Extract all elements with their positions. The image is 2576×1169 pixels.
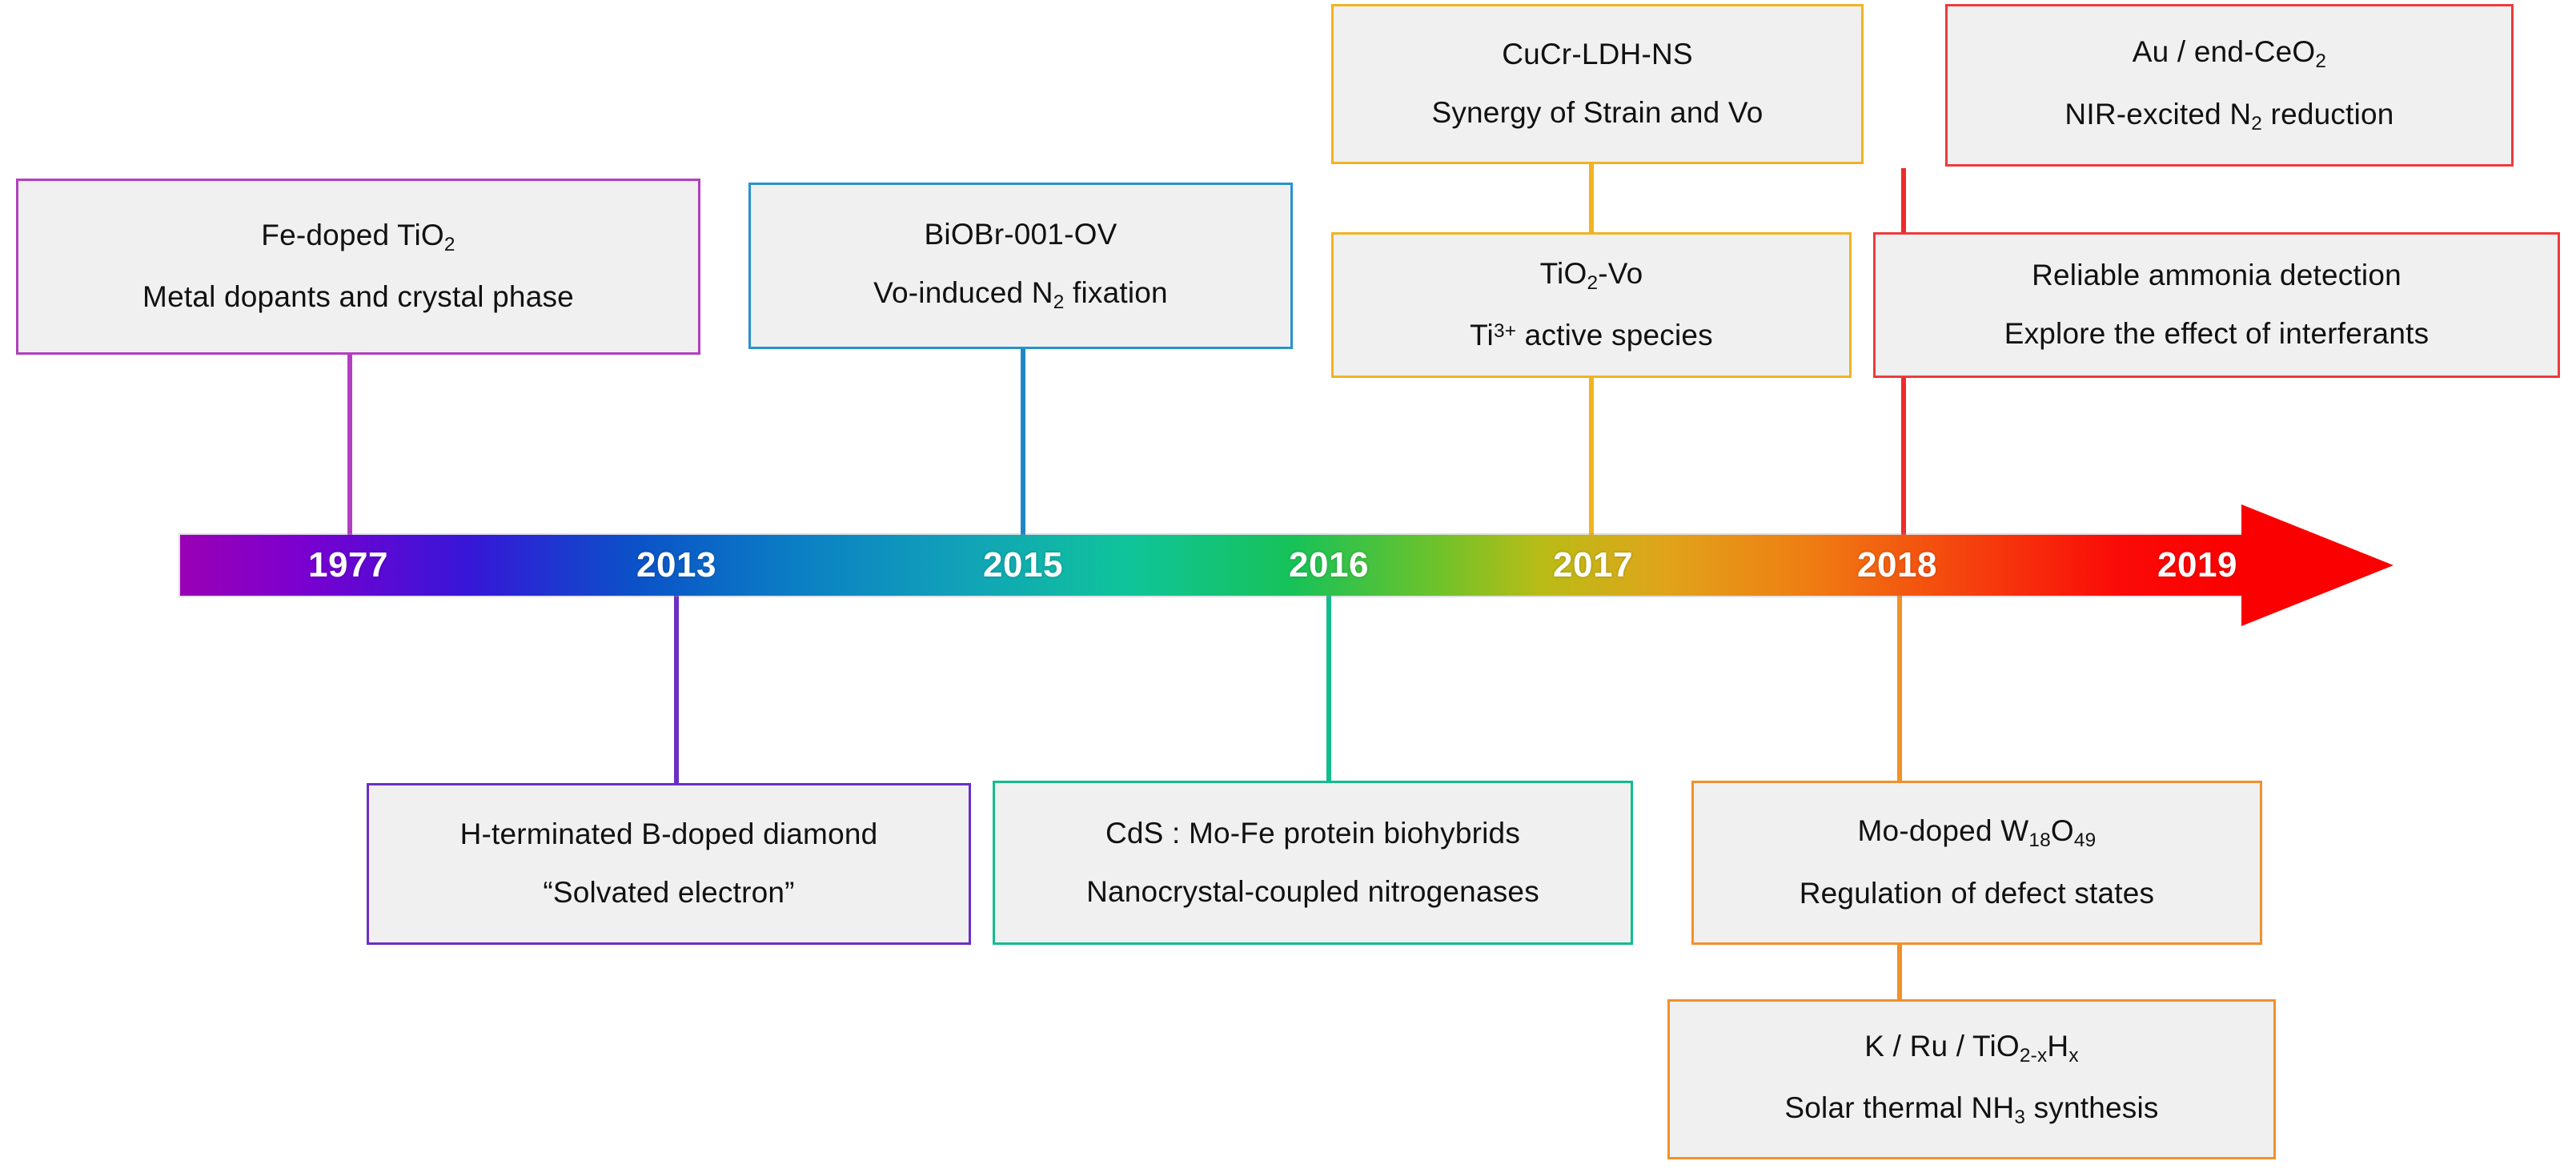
node-text-line: Nanocrystal-coupled nitrogenases (1086, 874, 1539, 908)
connector-2018 (1897, 593, 1902, 783)
node-text-line: Ti3+ active species (1470, 319, 1713, 352)
node-text-line: Metal dopants and crystal phase (142, 280, 574, 314)
node-b-doped-diamond[interactable]: H-terminated B-doped diamond “Solvated el… (367, 783, 971, 945)
connector-2015 (1021, 339, 1025, 540)
node-text-line: Mo-doped W18O49 (1857, 814, 2097, 852)
node-text-line: Explore the effect of interferants (2004, 317, 2430, 350)
node-text-line: Regulation of defect states (1799, 876, 2155, 910)
node-text-line: CuCr-LDH-NS (1502, 38, 1693, 71)
year-label-2017: 2017 (1553, 545, 1633, 584)
node-text-line: K / Ru / TiO2-xHx (1864, 1029, 2079, 1067)
connector-2017-upper (1589, 164, 1594, 252)
timeline-bar (180, 504, 2393, 626)
node-text-line: CdS : Mo-Fe protein biohybrids (1105, 816, 1521, 850)
node-text-line: Solar thermal NH3 synthesis (1784, 1091, 2159, 1128)
timeline-gradient (180, 535, 2241, 596)
year-label-2016: 2016 (1289, 545, 1369, 584)
node-text-line: Vo-induced N2 fixation (873, 275, 1168, 313)
node-text-line: Au / end-CeO2 (2132, 35, 2327, 72)
node-text-line: BiOBr-001-OV (924, 217, 1117, 251)
connector-2018-lower (1897, 943, 1902, 999)
connector-2016 (1326, 593, 1331, 783)
node-text-line: Synergy of Strain and Vo (1431, 96, 1763, 129)
connector-2019-upper (1901, 168, 1906, 252)
node-text-line: “Solvated electron” (543, 876, 795, 909)
connector-2019-lower (1901, 376, 1906, 540)
connector-1977 (347, 352, 352, 540)
node-text-line: H-terminated B-doped diamond (459, 817, 878, 851)
connector-2017-lower (1589, 376, 1594, 540)
year-label-1977: 1977 (308, 545, 388, 584)
node-text-line: TiO2-Vo (1539, 256, 1643, 294)
node-cucr-ldh-ns[interactable]: CuCr-LDH-NS Synergy of Strain and Vo (1331, 4, 1864, 164)
connector-2013 (674, 593, 679, 785)
timeline-arrow-head (2241, 504, 2393, 626)
node-text-line: Reliable ammonia detection (2032, 259, 2401, 292)
node-text-line: Fe-doped TiO2 (261, 218, 455, 255)
year-label-2015: 2015 (983, 545, 1063, 584)
year-label-2018: 2018 (1857, 545, 1937, 584)
node-biobr-001-ov[interactable]: BiOBr-001-OV Vo-induced N2 fixation (748, 183, 1293, 349)
year-label-2013: 2013 (636, 545, 716, 584)
year-label-2019: 2019 (2157, 545, 2237, 584)
node-text-line: NIR-excited N2 reduction (2064, 97, 2394, 135)
